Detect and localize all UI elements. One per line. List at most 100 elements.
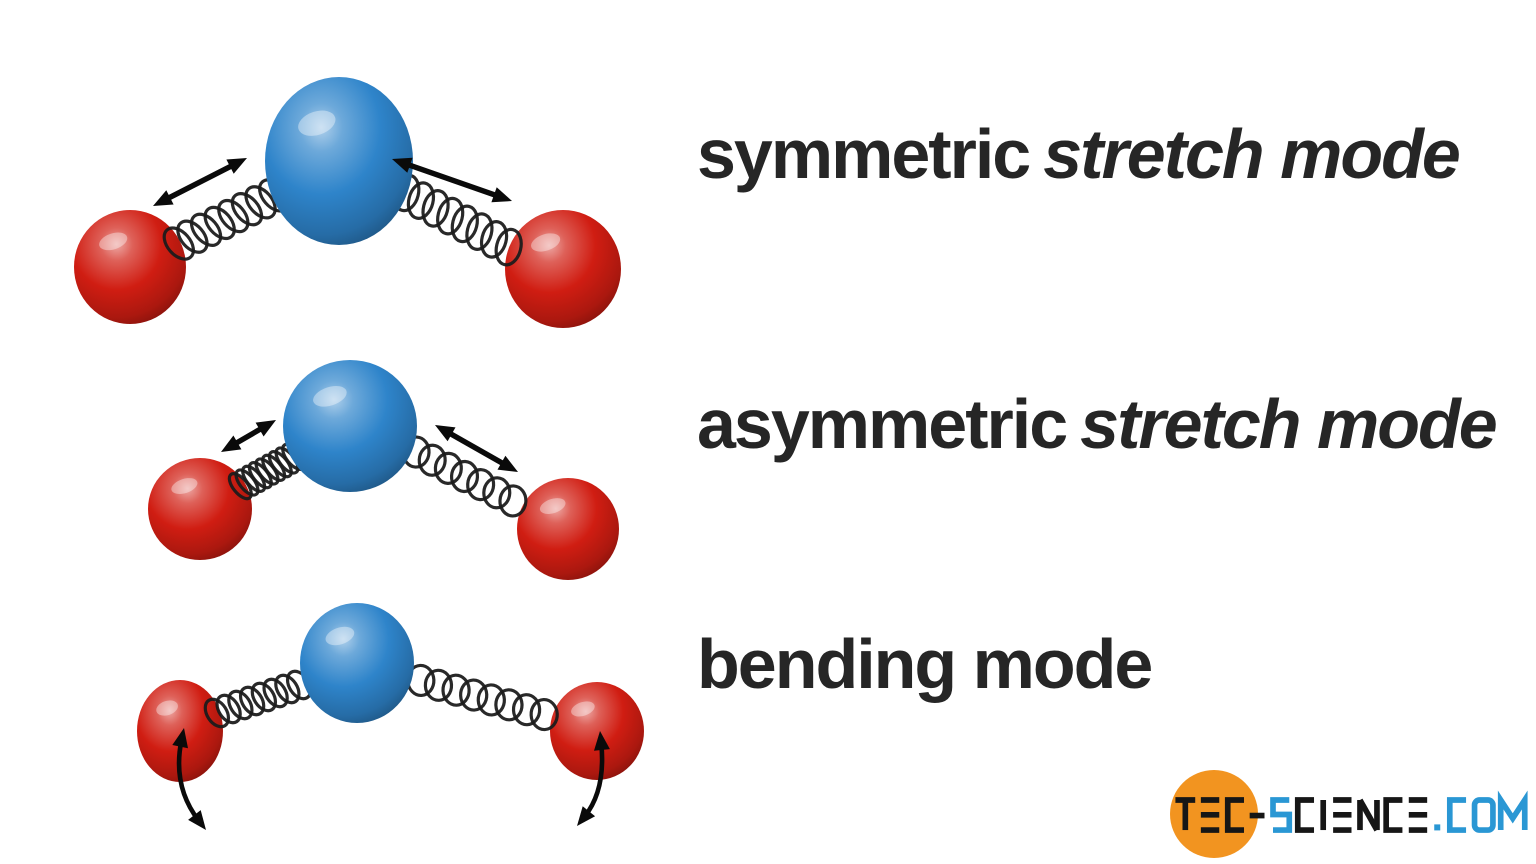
spring-coil — [227, 689, 254, 721]
spring — [227, 442, 307, 501]
logo-letter — [1383, 797, 1403, 833]
label-text: asymmetric — [697, 385, 1068, 463]
logo-letter — [1270, 797, 1293, 833]
logo-letter — [1497, 790, 1528, 831]
motion-arrow-curved — [577, 731, 610, 826]
logo-text-segment — [1434, 790, 1528, 833]
logo-text-segment — [1294, 797, 1428, 833]
spring-coil — [441, 673, 471, 707]
logo-letter — [1471, 797, 1496, 833]
spring-coil — [476, 683, 506, 717]
spring-coil — [421, 189, 450, 228]
spring-coil — [449, 459, 480, 494]
spring-coil — [230, 192, 264, 227]
molecule-bending — [137, 603, 644, 830]
tec-science-logo — [1170, 770, 1528, 858]
spring-coil — [238, 685, 266, 717]
outer-atom — [148, 458, 252, 560]
logo-letter — [1333, 797, 1352, 833]
specular-highlight — [313, 385, 347, 407]
spring-coil — [511, 693, 542, 727]
spring-coil — [217, 198, 250, 234]
spring-coil — [262, 677, 289, 709]
spring-coil — [433, 451, 463, 485]
motion-arrow — [392, 157, 512, 203]
arrowhead — [188, 810, 206, 830]
logo-letter — [1434, 824, 1441, 831]
arrowhead — [594, 731, 610, 751]
molecule-symmetric-stretch — [74, 77, 621, 328]
label-text-italic: stretch mode — [1043, 115, 1461, 193]
spring-coil — [274, 673, 301, 705]
logo-letter — [1224, 797, 1245, 833]
spring-coil — [176, 219, 209, 254]
label-bending-mode: bending mode — [697, 629, 1153, 699]
logo-letter — [1408, 797, 1428, 833]
arrowhead — [491, 187, 512, 203]
outer-atom — [74, 210, 186, 324]
central-atom — [265, 77, 413, 245]
motion-arrow-shaft — [403, 160, 501, 200]
spring-coil — [189, 212, 223, 247]
spring-coil — [162, 226, 195, 261]
arrowhead — [172, 728, 188, 749]
label-text: symmetric — [697, 115, 1031, 193]
specular-highlight — [99, 232, 128, 251]
outer-atom — [517, 478, 619, 580]
spring-coil — [494, 688, 524, 722]
arrowhead — [221, 435, 242, 452]
logo-letter — [1446, 797, 1467, 833]
spring-coil — [203, 205, 236, 241]
central-atom — [283, 360, 417, 492]
arrowhead — [226, 158, 247, 174]
spring-coil — [529, 697, 559, 732]
spring-coil — [465, 212, 494, 251]
spring-coil — [203, 697, 231, 729]
label-text-italic: stretch mode — [1080, 385, 1498, 463]
arrowhead — [255, 420, 276, 437]
motion-arrow-curved — [172, 728, 206, 830]
central-atom — [300, 603, 414, 723]
motion-arrow — [221, 420, 276, 452]
specular-highlight — [571, 701, 595, 717]
motion-arrow — [153, 158, 247, 206]
spring — [401, 435, 528, 518]
spring-coil — [250, 681, 278, 713]
spring-coil — [479, 220, 509, 259]
spring-coil — [494, 227, 523, 267]
logo-letter — [1357, 798, 1380, 832]
specular-highlight — [539, 498, 566, 514]
specular-highlight — [171, 478, 198, 495]
label-text: bending mode — [697, 625, 1153, 703]
arrowhead — [435, 425, 456, 442]
outer-atom — [137, 680, 223, 782]
spring-coil — [244, 185, 277, 220]
spring-coil — [450, 204, 479, 244]
outer-atom — [505, 210, 621, 328]
logo-letter — [1175, 797, 1196, 831]
arrowhead — [392, 157, 413, 173]
arrowhead — [497, 455, 518, 472]
spring-coil — [459, 678, 489, 712]
arrowhead — [577, 806, 596, 826]
molecule-asymmetric-stretch — [148, 360, 619, 580]
spring-coil — [436, 196, 465, 236]
motion-arrow-shaft — [230, 424, 267, 448]
spring-coil — [498, 484, 528, 518]
spring-coil — [417, 443, 447, 477]
spring-coil — [215, 693, 242, 725]
specular-highlight — [325, 626, 355, 646]
specular-highlight — [156, 700, 178, 716]
motion-arrow-shaft — [444, 429, 509, 468]
arrowhead — [153, 190, 174, 206]
logo-text-segment — [1175, 797, 1265, 833]
logo-letter — [1294, 797, 1315, 833]
motion-arrow-shaft — [176, 739, 201, 822]
logo-letter — [1200, 797, 1220, 833]
spring-coil — [466, 468, 496, 502]
motion-arrow — [435, 425, 518, 472]
